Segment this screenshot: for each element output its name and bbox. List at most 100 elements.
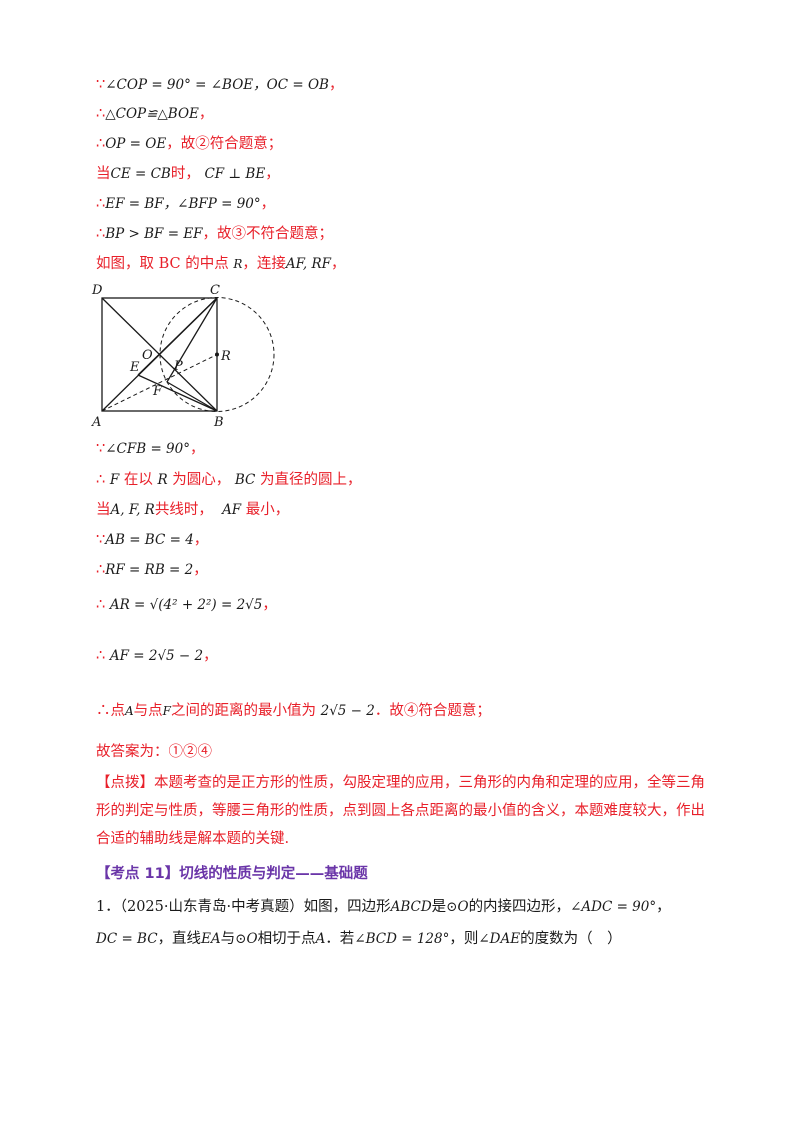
math-expression: AB = BC = 4 (105, 532, 194, 548)
label-a: A (91, 415, 101, 430)
point-r (215, 352, 219, 357)
math-expression: F (109, 472, 120, 488)
label-c: C (210, 283, 220, 298)
label-r: R (220, 349, 231, 364)
solution-text: 与点 (133, 703, 163, 719)
solution-line-10: 当A, F, R共线时， AF 最小， (96, 499, 289, 521)
solution-text: 最小， (245, 502, 290, 518)
segment-fb (166, 381, 218, 412)
math-expression: RF = RB = 2 (105, 562, 194, 578)
therefore-symbol: ∴ (96, 597, 106, 613)
math-expression: ∠ADC = 90° (570, 899, 657, 915)
segment-ce (137, 297, 218, 376)
tip-paragraph: 【点拨】本题考查的是正方形的性质，勾股定理的应用，三角形的内角和定理的应用，全等… (96, 775, 705, 847)
math-expression: EF = BF，∠BFP = 90° (105, 196, 261, 212)
therefore-symbol: ∴ (96, 196, 106, 212)
label-o: O (142, 348, 153, 363)
math-expression: ∠COP = 90° = ∠BOE，OC = OB (105, 77, 329, 93)
solution-text: 为直径的圆上， (259, 472, 362, 488)
math-expression: F (162, 704, 171, 718)
math-expression: OP = OE (105, 136, 167, 152)
punct: ， (262, 597, 277, 613)
question-text: 的内接四边形， (468, 899, 571, 915)
math-expression: ∠DAE (478, 931, 521, 947)
solution-text: ，故②符合题意； (166, 136, 283, 152)
question-text: ．若 (325, 931, 355, 947)
segment-ar (101, 354, 218, 412)
math-expression: AF = 2√5 − 2 (109, 648, 204, 664)
math-expression: DC = BC (96, 931, 158, 947)
segment-cf (166, 297, 218, 383)
math-expression: AF (222, 502, 242, 518)
solution-line-6: ∴BP > BF = EF，故③不符合题意； (96, 223, 333, 245)
therefore-symbol: ∴ (96, 562, 106, 578)
math-expression: ∠CFB = 90° (105, 441, 190, 457)
solution-line-14: ∴ AF = 2√5 − 2， (96, 645, 218, 667)
math-expression: EA (201, 931, 221, 947)
math-expression: △COP≌△BOE (105, 106, 199, 122)
math-expression: A (125, 704, 134, 718)
solution-text: 共线时， (154, 502, 213, 518)
math-expression: ABCD (390, 899, 432, 915)
math-expression: ∠BCD = 128° (354, 931, 450, 947)
solution-line-12: ∴RF = RB = 2， (96, 559, 208, 581)
question-text: 的度数为（ ） (520, 931, 622, 947)
solution-text: ，故③不符合题意； (202, 226, 334, 242)
math-expression: AF, RF (285, 256, 332, 272)
math-expression: 2√5 − 2 (320, 703, 375, 719)
question-line-2: DC = BC，直线EA与⊙O相切于点A．若∠BCD = 128°，则∠DAE的… (96, 928, 622, 950)
solution-text: 当 (96, 502, 111, 518)
solution-line-5: ∴EF = BF，∠BFP = 90°， (96, 193, 275, 215)
question-text: ，则 (449, 931, 479, 947)
solution-text: ，连接 (242, 256, 286, 272)
punct: ， (656, 899, 671, 915)
punct: ， (331, 256, 346, 272)
math-expression: R (157, 472, 168, 488)
solution-text: 之间的距离的最小值为 (171, 703, 316, 719)
punct: ， (328, 77, 344, 93)
math-expression: CE = CB (110, 166, 171, 182)
solution-line-7: 如图，取 BC 的中点 R，连接AF, RF， (96, 253, 346, 275)
label-p: P (173, 359, 183, 374)
math-expression: BP > BF = EF (105, 226, 203, 242)
punct: ， (190, 441, 205, 457)
solution-line-13: ∴ AR = √(4² + 2²) = 2√5， (96, 594, 277, 616)
dashed-circle (159, 297, 275, 412)
solution-line-2: ∴△COP≌△BOE， (96, 103, 213, 125)
solution-line-3: ∴OP = OE，故②符合题意； (96, 133, 282, 155)
solution-text: 当 (96, 166, 111, 182)
therefore-symbol: ∴ (96, 136, 106, 152)
solution-line-11: ∵AB = BC = 4， (96, 529, 208, 551)
solution-line-4: 当CE = CB时， CF ⊥ BE， (96, 163, 280, 185)
because-symbol: ∵ (96, 441, 106, 457)
label-d: D (91, 283, 103, 298)
segment-be (137, 374, 218, 412)
solution-text: 如图，取 BC 的中点 (96, 256, 229, 272)
punct: ， (193, 532, 209, 548)
solution-text: 时， (170, 166, 200, 182)
question-text: 是 (431, 899, 447, 915)
solution-text: 在以 (123, 472, 153, 488)
section-heading: 【考点 11】切线的性质与判定——基础题 (96, 866, 368, 882)
question-line-1: 1．（2025·山东青岛·中考真题）如图，四边形ABCD是⊙O的内接四边形，∠A… (96, 896, 671, 918)
punct: ， (265, 166, 280, 182)
math-expression: BC (234, 472, 256, 488)
question-text: 1．（2025·山东青岛·中考真题）如图，四边形 (96, 899, 391, 915)
math-expression: CF ⊥ BE (204, 166, 266, 182)
because-symbol: ∵ (96, 532, 106, 548)
label-e: E (129, 360, 140, 375)
math-expression: ⊙O (235, 931, 258, 947)
solution-text: 为圆心， (172, 472, 231, 488)
solution-line-9: ∴ F 在以 R 为圆心， BC 为直径的圆上， (96, 469, 361, 491)
math-expression: ⊙O (446, 899, 469, 915)
solution-line-15: ∴点A与点F之间的距离的最小值为 2√5 − 2．故④符合题意； (96, 700, 491, 722)
solution-text: ∴点 (96, 703, 125, 719)
question-text: 相切于点 (257, 931, 316, 947)
math-expression: R (233, 257, 243, 271)
therefore-symbol: ∴ (96, 472, 106, 488)
geometry-figure: D C A B O E P F R (91, 283, 275, 430)
punct: ， (193, 562, 208, 578)
answer-line: 故答案为：①②④ (96, 744, 212, 760)
math-expression: A, F, R (110, 502, 155, 518)
punct: ， (198, 106, 214, 122)
